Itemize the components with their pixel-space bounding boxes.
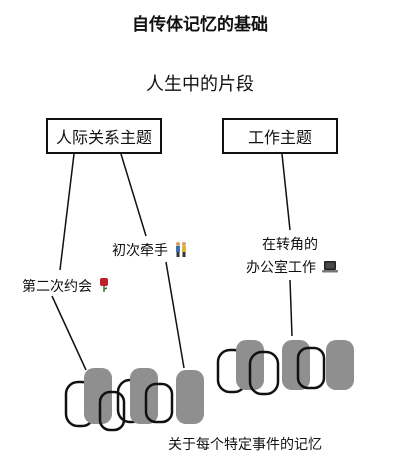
event-first-hand-holding: 初次牵手	[112, 240, 188, 260]
memory-block	[176, 370, 204, 424]
work-theme-label: 工作主题	[247, 128, 312, 147]
diagram-title: 自传体记忆的基础	[132, 15, 268, 35]
line-date-to-memory	[51, 295, 87, 371]
couple-holding-hands-icon	[176, 242, 187, 257]
line-office-to-memory	[289, 279, 293, 337]
chain-link	[98, 390, 126, 432]
memory-block	[130, 368, 158, 424]
chain-link	[296, 346, 326, 390]
memory-block	[282, 340, 310, 390]
event-first-date: 第二次约会	[22, 276, 110, 296]
line-theme-to-handshake	[120, 153, 147, 237]
memory-block	[326, 340, 354, 390]
relationship-theme-label: 人际关系主题	[55, 128, 152, 147]
chain-link	[144, 382, 174, 424]
specific-event-memories-label: 关于每个特定事件的记忆	[168, 437, 322, 453]
line-theme-to-date	[59, 153, 75, 271]
event-first-hand-holding-label: 初次牵手	[112, 243, 168, 259]
event-office: 办公室工作	[246, 257, 339, 277]
work-memory-chain	[216, 340, 354, 396]
chain-link	[248, 350, 280, 396]
laptop-icon	[322, 261, 339, 273]
diagram-subtitle: 人生中的片段	[146, 74, 254, 95]
relationship-theme-box: 人际关系主题	[46, 118, 162, 154]
work-theme-box: 工作主题	[222, 118, 338, 154]
line-handshake-to-memory	[165, 261, 185, 369]
event-office-line-1: 在转角的	[262, 237, 318, 253]
line-work-to-office	[281, 153, 291, 231]
event-office-line-2: 办公室工作	[246, 260, 316, 276]
memory-block	[84, 368, 112, 424]
rose-icon	[100, 278, 109, 292]
event-first-date-label: 第二次约会	[22, 279, 92, 295]
relationship-memory-chain	[64, 368, 204, 432]
